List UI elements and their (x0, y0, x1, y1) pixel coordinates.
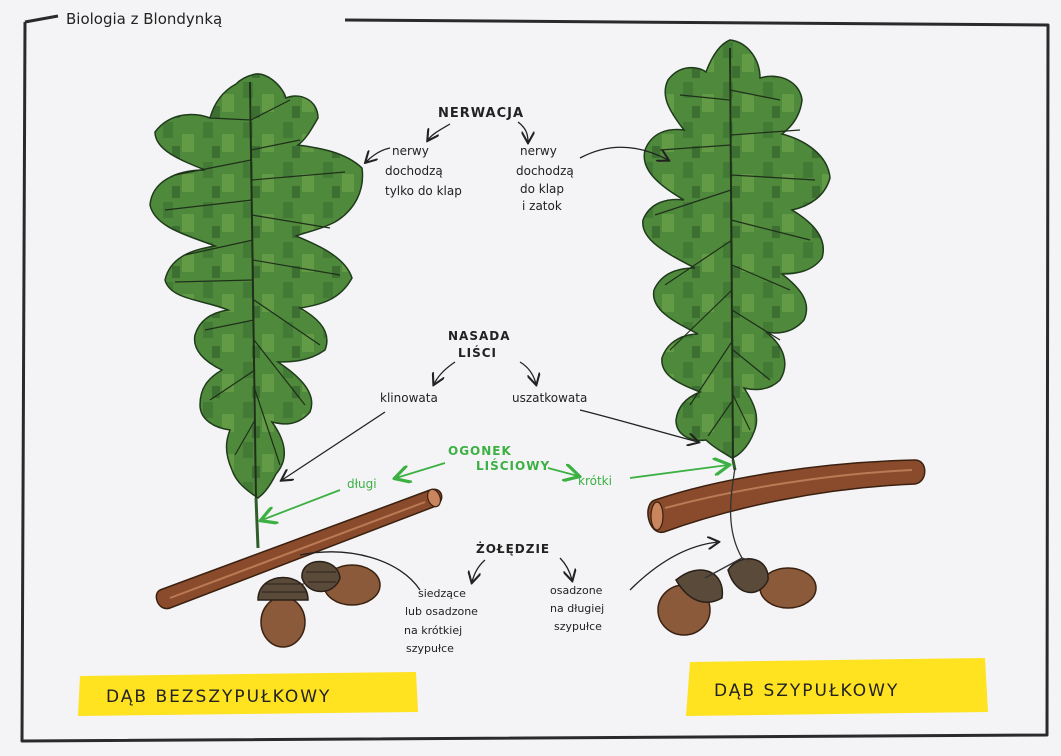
leaf-base-left-text: klinowata (380, 391, 438, 405)
acorns-left-line-4: szypułce (406, 642, 454, 655)
nervation-left-line-2: dochodzą (385, 164, 443, 178)
acorns-left-line-1: siedzące (418, 587, 466, 600)
nervation-arrow-left (428, 124, 450, 140)
acorns-arrow-right (560, 558, 572, 580)
acorns-right-text: osadzone na długiej szypułce (550, 584, 608, 633)
brand-label: Biologia z Blondynką (66, 10, 222, 28)
nervation-right-text: nerwy dochodzą do klap i zatok (516, 144, 578, 213)
acorns-left-line-3: na krótkiej (404, 624, 462, 637)
leaf-base-arrow-right (520, 362, 536, 384)
leaf-base-title: NASADA LIŚCI (448, 329, 516, 360)
acorns-right-line-3: szypułce (554, 620, 602, 633)
nervation-left-line-1: nerwy (392, 144, 429, 158)
nervation-title: NERWACJA (438, 106, 524, 121)
nervation-right-line-1: nerwy (520, 144, 557, 158)
petiole-right-text: krótki (578, 474, 612, 488)
nervation-left-pointer (366, 148, 390, 162)
left-species-name: DĄB BEZSZYPUŁKOWY (106, 687, 331, 707)
nervation-arrow-right (518, 122, 528, 142)
acorns-right-line-1: osadzone (550, 584, 603, 597)
petiole-arrow-left-b (262, 490, 340, 520)
right-species-name: DĄB SZYPUŁKOWY (714, 681, 899, 701)
right-acorns (658, 558, 816, 635)
acorns-right-line-2: na długiej (550, 602, 604, 615)
acorns-arrow-left (472, 560, 485, 582)
nervation-right-line-4: i zatok (522, 199, 562, 213)
leaf-base-title-line-1: NASADA (448, 329, 511, 343)
right-leaf (643, 40, 830, 462)
leaf-base-right-text: uszatkowata (512, 391, 587, 405)
acorns-left-line-2: lub osadzone (405, 605, 478, 618)
nervation-left-text: nerwy dochodzą tylko do klap (385, 144, 462, 198)
nervation-right-line-2: dochodzą (516, 164, 574, 178)
petiole-arrow-right-a (548, 468, 578, 476)
petiole-title-line-1: OGONEK (448, 444, 512, 458)
acorns-title: ŻOŁĘDZIE (476, 541, 550, 556)
nervation-right-line-3: do klap (520, 182, 564, 196)
leaf-base-arrow-left (434, 362, 455, 384)
petiole-title-line-2: LIŚCIOWY (476, 458, 550, 473)
petiole-title: OGONEK LIŚCIOWY (448, 444, 550, 473)
petiole-arrow-left-a (396, 463, 445, 478)
nervation-left-line-3: tylko do klap (385, 184, 462, 198)
left-acorns (258, 562, 380, 648)
left-petiole (256, 498, 258, 548)
left-leaf (150, 74, 363, 500)
acorns-left-text: siedzące lub osadzone na krótkiej szypuł… (404, 587, 481, 655)
petiole-arrow-right-b (630, 465, 728, 478)
petiole-left-text: długi (347, 477, 377, 491)
leaf-base-title-line-2: LIŚCI (458, 345, 497, 360)
